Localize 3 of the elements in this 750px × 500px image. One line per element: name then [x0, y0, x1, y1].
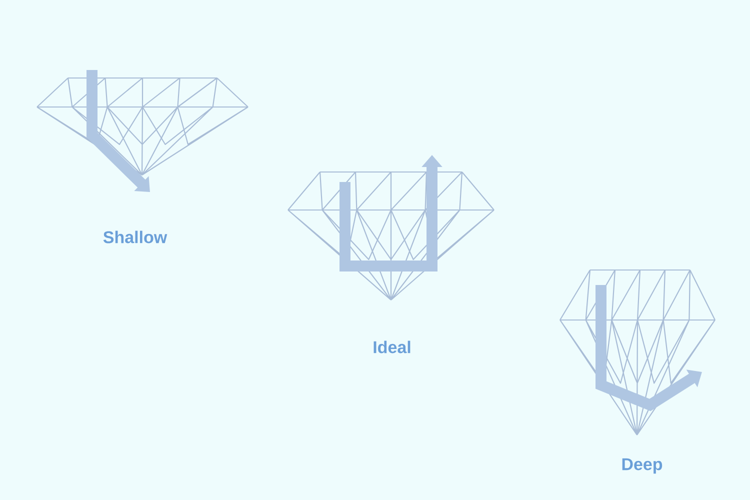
cut-label: Shallow — [103, 230, 168, 244]
cut-label: Ideal — [374, 340, 410, 354]
cut-label: Deep — [622, 458, 662, 474]
